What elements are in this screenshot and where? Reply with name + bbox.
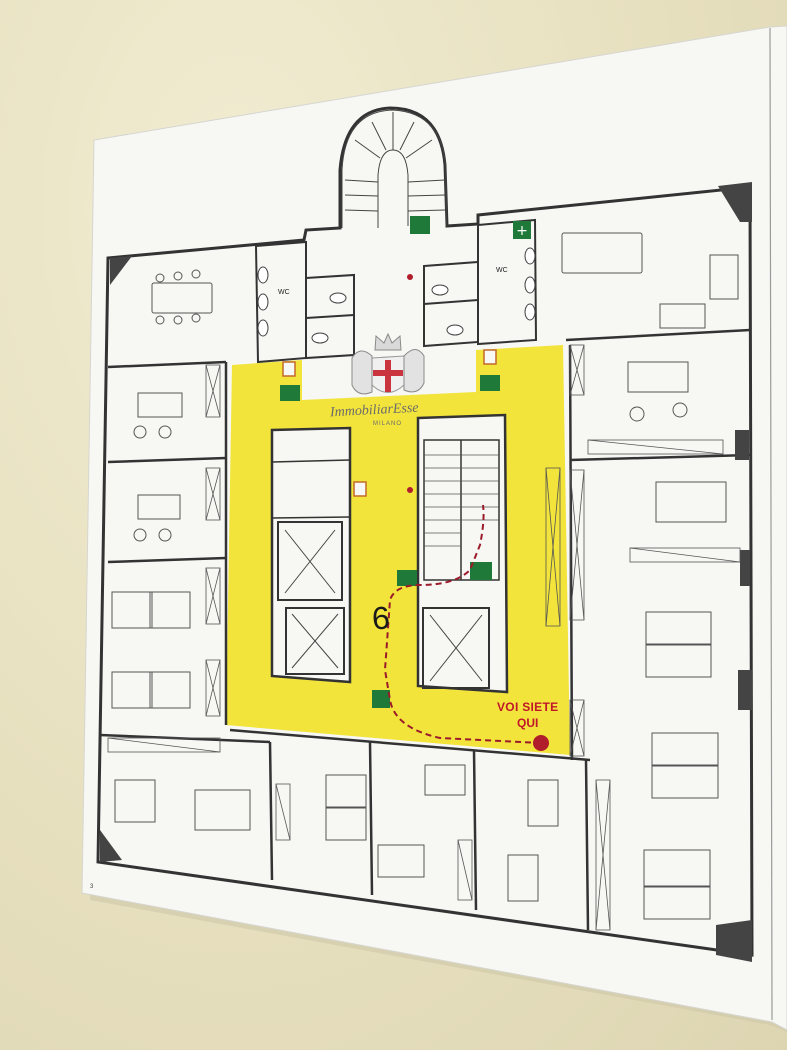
evacuation-route — [383, 504, 542, 744]
staircase — [423, 439, 500, 581]
floor-number: 6 — [370, 599, 391, 637]
page-number: 3 — [90, 884, 94, 890]
building-outline — [96, 106, 754, 957]
you-are-here-label-line2: QUI — [517, 716, 539, 730]
spiral-staircase — [341, 109, 447, 228]
you-are-here-marker — [533, 735, 549, 751]
wc-label-right: WC — [496, 267, 508, 274]
coat-of-arms — [351, 332, 425, 395]
wc-label-left: WC — [278, 289, 290, 296]
you-are-here-label: VOI SIETE — [497, 700, 559, 714]
exit-signs: + — [280, 216, 531, 708]
brand-city: MILANO — [373, 421, 403, 427]
svg-text:+: + — [516, 223, 528, 239]
